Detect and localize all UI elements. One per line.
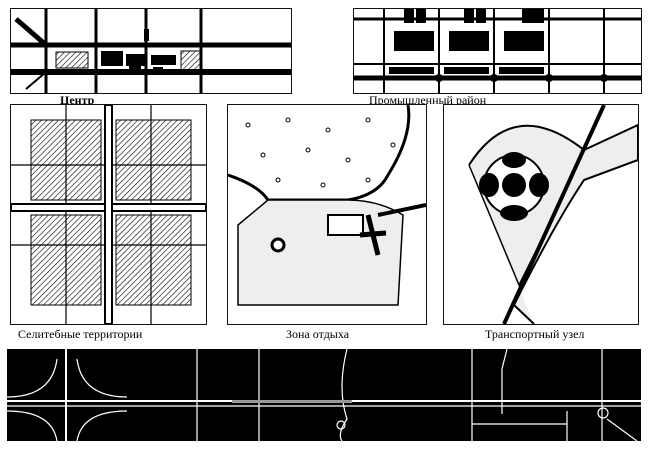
transport-caption: Транспортный узел [483,327,587,341]
residential-plan-drawing [11,105,206,324]
residential-caption: Селитебные территории [16,327,145,341]
center-plan-panel [10,8,292,94]
transport-plan-panel [443,104,639,325]
aerial-photo-roads [6,348,641,442]
recreation-plan-drawing [228,105,426,306]
residential-plan-panel [10,104,207,325]
recreation-plan-panel [227,104,427,325]
industrial-plan-panel [353,8,642,94]
center-plan-drawing [11,9,291,93]
center-caption: Центр [58,93,97,107]
industrial-caption: Промышленный район [367,93,489,107]
recreation-caption: Зона отдыха [284,327,352,341]
industrial-plan-drawing [354,9,641,93]
transport-plan-drawing [468,105,638,324]
aerial-photo-band [6,348,641,442]
